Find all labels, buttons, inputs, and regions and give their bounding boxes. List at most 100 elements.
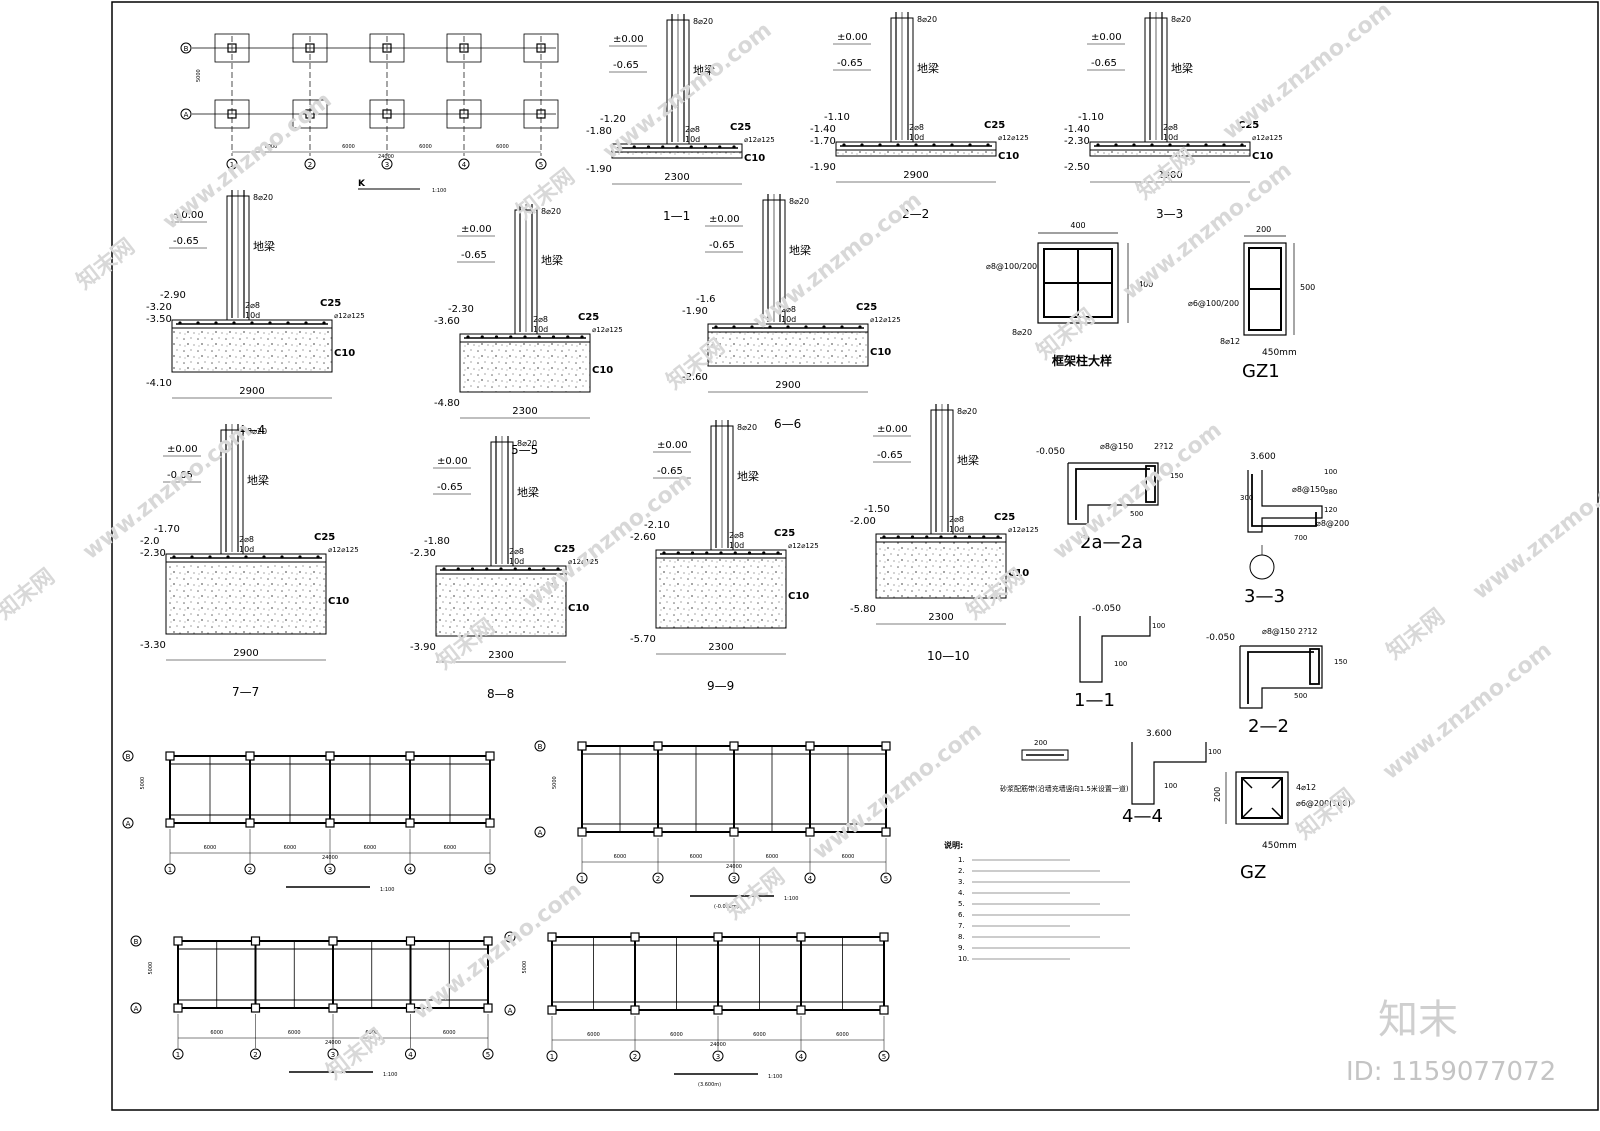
elev-2: -2.30	[448, 304, 474, 315]
axis-label: 5	[488, 866, 492, 874]
axis-bubble	[327, 1048, 339, 1060]
note-item: 8.	[958, 933, 965, 941]
elev-2: -2.90	[160, 290, 186, 301]
gz-stirrup: ⌀6@200(100)	[1296, 799, 1351, 808]
axis-label: A	[126, 820, 131, 828]
axis-label: B	[126, 753, 131, 761]
axis-bubble	[458, 158, 470, 170]
c25-label: C25	[984, 120, 1005, 131]
d33-dim4: 700	[1294, 534, 1307, 542]
lean-concrete	[435, 573, 567, 637]
rebar-label: 8⌀20	[957, 407, 977, 416]
width-dim: 2900	[1157, 170, 1182, 181]
bar-dot	[804, 325, 808, 329]
width-dim: 2900	[775, 380, 800, 391]
plan-scale: 1:100	[383, 1072, 397, 1078]
bar-dot	[732, 145, 736, 149]
watermark-text: www.znzmo.com	[408, 878, 586, 1025]
c25-label: C25	[554, 544, 575, 555]
bar-dot	[967, 535, 972, 539]
bar3-label: ⌀12⌀125	[998, 134, 1029, 142]
elev-1: -0.65	[657, 466, 683, 477]
beam-label: 地梁	[1171, 61, 1193, 75]
c10-label: C10	[1008, 568, 1029, 579]
c10-label: C10	[592, 365, 613, 376]
column	[483, 1003, 493, 1013]
bar-dot	[932, 143, 936, 147]
c10-label: C10	[328, 596, 349, 607]
bar2-label: 10d	[729, 541, 744, 550]
gz1-dim-top: 200	[1256, 225, 1271, 234]
elev-bottom: -3.30	[140, 640, 166, 651]
bar3-label: ⌀12⌀125	[1252, 134, 1283, 142]
column	[653, 741, 663, 751]
span-dim: 6000	[496, 144, 509, 150]
elev-2: -1.6	[696, 294, 716, 305]
rebar-label: 8⌀20	[1171, 15, 1191, 24]
column	[577, 827, 587, 837]
bar1-label: 2⌀8	[949, 515, 964, 524]
span-dim: 6000	[443, 1030, 456, 1036]
bar-dot	[1150, 143, 1154, 147]
elev-1: -0.65	[173, 236, 199, 247]
elev-1: -0.65	[709, 240, 735, 251]
width-dim: 2300	[928, 612, 953, 623]
bar-dot	[705, 551, 709, 555]
d33-dim5: 300	[1240, 494, 1253, 502]
elev-1: -0.65	[1091, 58, 1117, 69]
span-dim: 6000	[365, 1030, 378, 1036]
width-dim: 2300	[488, 650, 513, 661]
general-notes: 说明: 1.2.3.4.5.6.7.8.9.10.	[944, 840, 1130, 963]
gz-bars: 4⌀12	[1296, 783, 1316, 792]
elev-3: -2.00	[850, 516, 876, 527]
bar-dot	[480, 335, 484, 339]
note-item: 7.	[958, 922, 965, 930]
bar-dot	[939, 535, 943, 539]
bar-dot	[662, 551, 666, 555]
bar-dot	[632, 145, 636, 149]
bar-dot	[244, 555, 248, 559]
span-dim: 6000	[753, 1032, 766, 1038]
column	[165, 751, 175, 761]
elev-bottom: -5.70	[630, 634, 656, 645]
column	[881, 827, 891, 837]
c25-label: C25	[856, 302, 877, 313]
axis-bubble	[629, 1050, 641, 1062]
plan-scale: 1:100	[768, 1074, 782, 1080]
elev-bottom: -1.90	[810, 162, 836, 173]
watermark-brand: 知末网	[1292, 784, 1360, 845]
elev-3: -1.90	[682, 306, 708, 317]
d11-dim1: 100	[1152, 622, 1165, 630]
bar-dot	[208, 555, 212, 559]
axis-bubble	[482, 1048, 494, 1060]
bar-dot	[494, 335, 499, 339]
elev-1: -0.65	[877, 450, 903, 461]
note-item: 10.	[958, 955, 969, 963]
detail-3-3: 3.600 ⌀8@150 ⌀8@200 100 380 120 700 300 …	[1240, 452, 1349, 607]
axis-bubble	[534, 826, 546, 838]
bar-dot	[456, 567, 460, 571]
d33-bar1: ⌀8@150	[1292, 485, 1325, 494]
bar-dot	[214, 321, 218, 325]
bar-dot	[703, 145, 708, 149]
span-dim: 6000	[342, 144, 355, 150]
rebar-label: 8⌀20	[693, 17, 713, 26]
bar-dot	[304, 321, 308, 325]
axis-label: 5	[882, 1053, 886, 1061]
bar-dot	[750, 325, 754, 329]
d44-dim1: 100	[1208, 748, 1221, 756]
plan-elevation: (-0.050m)	[714, 904, 739, 910]
bar-dot	[466, 335, 470, 339]
column	[245, 751, 255, 761]
d11-dim2: 100	[1114, 660, 1127, 668]
bar3-label: ⌀12⌀125	[1008, 526, 1039, 534]
section-label: 10—10	[927, 649, 970, 663]
elev-bottom: -4.10	[146, 378, 172, 389]
gz-title: GZ	[1240, 862, 1266, 883]
sheet-border	[111, 1, 1599, 1111]
column	[325, 751, 335, 761]
d33-label: 3—3	[1244, 586, 1285, 607]
axis-label: 3	[716, 1053, 720, 1061]
